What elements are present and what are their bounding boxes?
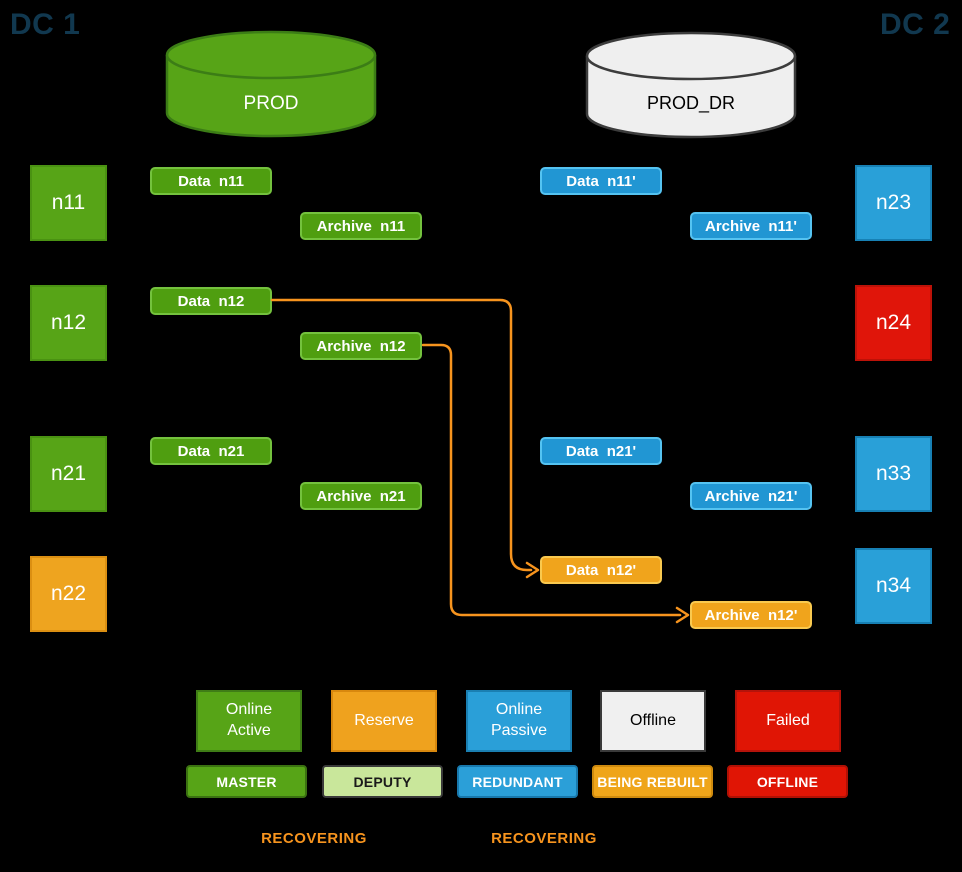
file-archive-n21-prime: Archive n21' bbox=[690, 482, 812, 510]
recovering-label-1: RECOVERING bbox=[261, 830, 367, 847]
file-archive-n21: Archive n21 bbox=[300, 482, 422, 510]
node-n11: n11 bbox=[30, 165, 107, 241]
file-data-n12-prime: Data n12' bbox=[540, 556, 662, 584]
node-n12: n12 bbox=[30, 285, 107, 361]
legend-status-online-passive: Online Passive bbox=[466, 690, 572, 752]
node-n33: n33 bbox=[855, 436, 932, 512]
file-data-n11-prime: Data n11' bbox=[540, 167, 662, 195]
file-data-n21-prime: Data n21' bbox=[540, 437, 662, 465]
file-archive-n12-prime: Archive n12' bbox=[690, 601, 812, 629]
file-archive-n11: Archive n11 bbox=[300, 212, 422, 240]
legend-role-deputy: DEPUTY bbox=[322, 765, 443, 798]
legend-status-online-active: Online Active bbox=[196, 690, 302, 752]
prod-database-label: PROD bbox=[244, 93, 299, 114]
legend-status-failed: Failed bbox=[735, 690, 841, 752]
prod-dr-database-cylinder: PROD_DR bbox=[585, 31, 797, 139]
legend-status-reserve: Reserve bbox=[331, 690, 437, 752]
legend-role-redundant: REDUNDANT bbox=[457, 765, 578, 798]
prod-cylinder-top bbox=[165, 30, 377, 80]
file-archive-n12: Archive n12 bbox=[300, 332, 422, 360]
node-n22: n22 bbox=[30, 556, 107, 632]
legend-status-offline: Offline bbox=[600, 690, 706, 752]
node-n23: n23 bbox=[855, 165, 932, 241]
node-n34: n34 bbox=[855, 548, 932, 624]
node-n21: n21 bbox=[30, 436, 107, 512]
file-data-n11: Data n11 bbox=[150, 167, 272, 195]
legend-role-offline: OFFLINE bbox=[727, 765, 848, 798]
prod-dr-database-label: PROD_DR bbox=[647, 93, 735, 114]
prod-database-cylinder: PROD bbox=[165, 30, 377, 138]
recovering-label-2: RECOVERING bbox=[491, 830, 597, 847]
dc1-label: DC 1 bbox=[10, 8, 81, 41]
legend-role-master: MASTER bbox=[186, 765, 307, 798]
node-n24: n24 bbox=[855, 285, 932, 361]
prod-dr-cylinder-top bbox=[585, 31, 797, 81]
legend-role-being-rebuilt: BEING REBUILT bbox=[592, 765, 713, 798]
file-data-n12: Data n12 bbox=[150, 287, 272, 315]
dc2-label: DC 2 bbox=[880, 8, 951, 41]
file-archive-n11-prime: Archive n11' bbox=[690, 212, 812, 240]
file-data-n21: Data n21 bbox=[150, 437, 272, 465]
